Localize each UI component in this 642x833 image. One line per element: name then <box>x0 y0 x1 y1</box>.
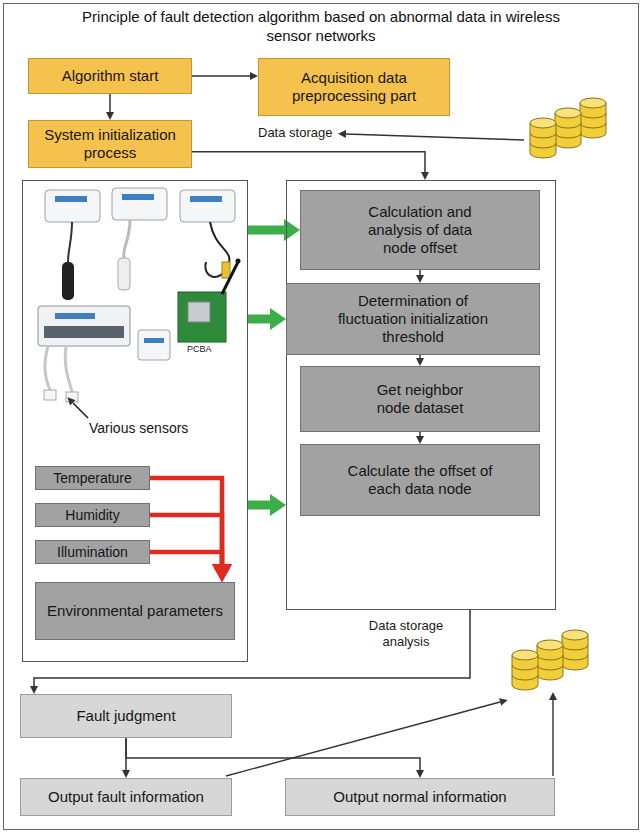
database-icon <box>562 630 588 670</box>
storage-label: Data storage <box>258 125 332 141</box>
antenna-tip <box>236 259 241 264</box>
sensor-housing <box>112 188 167 220</box>
box-label: Illumination <box>57 544 128 561</box>
database-icon <box>580 98 606 138</box>
database-top <box>512 650 538 660</box>
step-box: Humidity <box>35 503 150 527</box>
circuit-board <box>178 292 226 342</box>
panel-label: Various sensors <box>89 420 188 437</box>
box-label: Calculation and analysis of data node of… <box>355 203 485 257</box>
gateway-tag <box>55 313 95 319</box>
node-device <box>138 330 170 360</box>
database-ring <box>580 113 606 128</box>
sensor-cable <box>205 222 229 277</box>
figure-border <box>4 4 639 830</box>
sensor-tag <box>190 196 222 202</box>
process-box: Acquisition data preprocessing part <box>258 58 450 116</box>
leader-arrow <box>346 134 524 140</box>
database-ring <box>512 665 538 680</box>
output-box: Output fault information <box>20 778 232 816</box>
box-label: Environmental parameters <box>47 602 223 620</box>
cable-plug <box>44 390 56 400</box>
step-box: Calculation and analysis of data node of… <box>300 190 540 270</box>
box-label: System initialization process <box>35 126 185 162</box>
step-box: Determination of fluctuation initializat… <box>286 283 540 355</box>
sensor-probe <box>222 262 230 278</box>
box-label: Output normal information <box>333 788 506 806</box>
gateway-housing <box>38 306 130 346</box>
storage-arrow <box>552 700 553 776</box>
box-label: Output fault information <box>48 788 204 806</box>
sensor-probe <box>118 258 130 290</box>
database-icon <box>555 108 581 148</box>
database-icon <box>537 640 563 680</box>
connector-arrow <box>126 738 420 770</box>
database-ring <box>555 123 581 138</box>
connector-arrow <box>192 152 425 172</box>
board-antenna <box>222 262 238 294</box>
sensor-tag <box>122 194 154 200</box>
gateway-cable <box>45 346 50 390</box>
box-label: Acquisition data preprocessing part <box>266 69 442 105</box>
step-box: Environmental parameters <box>35 582 235 640</box>
box-label: Humidity <box>65 507 119 524</box>
sensor-cable <box>124 220 130 258</box>
diagram-title: Principle of fault detection algorithm b… <box>71 8 571 46</box>
device-tag <box>144 338 164 343</box>
step-box: Get neighbor node dataset <box>300 366 540 432</box>
sensor-housing <box>45 190 100 222</box>
output-box: Fault judgment <box>20 694 232 738</box>
database-ring <box>562 645 588 660</box>
connector-arrow <box>419 270 421 275</box>
merge-arrow <box>150 478 222 564</box>
sensor-housing <box>180 190 235 222</box>
board-chip <box>188 302 210 322</box>
group-panel: Calculation and analysis of data node of… <box>286 180 556 610</box>
connector-arrow <box>419 355 421 358</box>
merge-arrow <box>150 515 222 564</box>
database-ring <box>537 655 563 670</box>
cable-plug <box>66 392 78 402</box>
process-box: Algorithm start <box>28 58 192 94</box>
gateway-panel <box>44 326 124 338</box>
gateway-cable <box>65 346 72 392</box>
group-panel: Various sensorsTemperatureHumidityIllumi… <box>22 180 248 662</box>
box-label: Algorithm start <box>62 67 159 85</box>
output-box: Output normal information <box>285 778 555 816</box>
database-top <box>537 640 563 650</box>
database-top <box>530 118 556 128</box>
database-top <box>562 630 588 640</box>
box-label: Determination of fluctuation initializat… <box>322 292 504 346</box>
storage-arrow <box>226 702 500 776</box>
flow-arrow <box>248 226 284 235</box>
database-top <box>580 98 606 108</box>
edge-label: Data storage analysis <box>352 618 460 649</box>
database-ring <box>530 133 556 148</box>
pointer-arrow <box>73 403 88 418</box>
board-label: PCBA <box>187 344 212 355</box>
step-box: Temperature <box>35 466 150 490</box>
connector-arrow <box>192 75 250 77</box>
process-box: System initialization process <box>28 120 192 168</box>
step-box: Calculate the offset of each data node <box>300 444 540 516</box>
sensor-tag <box>55 196 87 202</box>
box-label: Get neighbor node dataset <box>360 381 480 417</box>
step-box: Illumination <box>35 540 150 564</box>
flow-arrow <box>248 315 270 324</box>
sensor-probe <box>62 262 74 300</box>
database-icon <box>530 118 556 158</box>
connector-arrow <box>109 94 111 112</box>
sensor-cable <box>68 222 72 262</box>
box-label: Calculate the offset of each data node <box>340 462 500 498</box>
box-label: Fault judgment <box>76 707 175 725</box>
box-label: Temperature <box>53 470 132 487</box>
merge-arrow <box>150 552 222 564</box>
database-top <box>555 108 581 118</box>
flow-arrow <box>248 501 270 510</box>
connector-arrow <box>419 432 421 436</box>
database-icon <box>512 650 538 690</box>
